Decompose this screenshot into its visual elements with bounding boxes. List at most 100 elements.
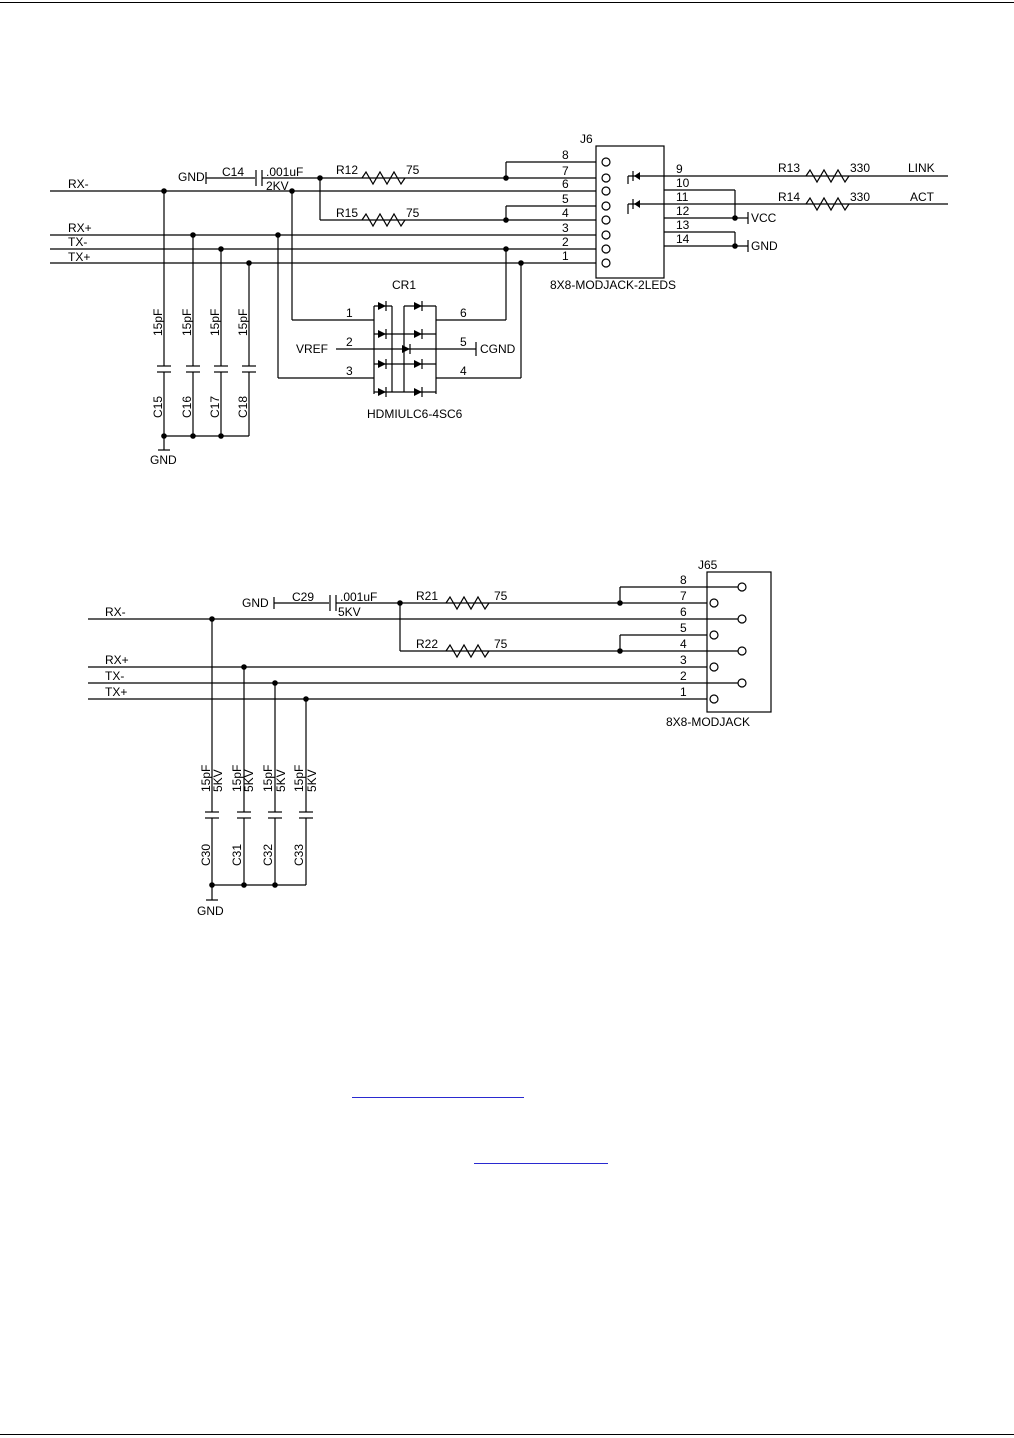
c32-voltage: 5KV (274, 769, 288, 792)
r21-resistor (445, 595, 490, 611)
cr1-pin-1: 1 (346, 306, 353, 320)
gnd-label-caps: GND (150, 453, 177, 467)
c16-ref: C16 (180, 396, 194, 418)
j6-pin-2: 2 (562, 235, 569, 249)
junction (503, 175, 509, 181)
c32-capacitor (268, 680, 282, 885)
j65-pin-6: 6 (680, 605, 687, 619)
net-label-tx-minus: TX- (68, 235, 87, 249)
cr1-pin-4: 4 (460, 364, 467, 378)
j6-pin-7: 7 (562, 164, 569, 178)
r12-value: 75 (406, 163, 420, 177)
j6-pin-14: 14 (676, 232, 690, 246)
c30-ref: C30 (199, 844, 213, 866)
j65-pin-4: 4 (680, 637, 687, 651)
c17-ref: C17 (208, 396, 222, 418)
j65-connector (706, 571, 772, 713)
r14-value: 330 (850, 190, 870, 204)
j6-led-link (627, 171, 664, 184)
c15-ref: C15 (151, 396, 165, 418)
c18-value: 15pF (236, 309, 250, 336)
c32-ref: C32 (261, 844, 275, 866)
j6-pin-4: 4 (562, 206, 569, 220)
gnd-label-j6: GND (751, 239, 778, 253)
cr1-pin-5: 5 (460, 335, 467, 349)
header-rule (0, 2, 1014, 3)
j65-pin-7: 7 (680, 589, 687, 603)
c18-ref: C18 (236, 396, 250, 418)
j65-pin-8: 8 (680, 573, 687, 587)
r14-resistor (805, 196, 850, 212)
net-label-tx-plus: TX+ (105, 685, 127, 699)
gnd-label-c29: GND (242, 596, 269, 610)
r12-resistor (361, 170, 406, 186)
j6-pin-9: 9 (676, 162, 683, 176)
j65-pin-2: 2 (680, 669, 687, 683)
cr1-tvs-array (373, 301, 437, 397)
net-label-rx-minus: RX- (68, 177, 89, 191)
net-label-rx-plus: RX+ (105, 653, 129, 667)
c30-capacitor (205, 616, 219, 885)
j6-connector (595, 145, 665, 279)
j65-pin-1: 1 (680, 685, 687, 699)
cr1-ref: CR1 (392, 278, 416, 292)
c31-ref: C31 (230, 844, 244, 866)
hyperlink-underline-2[interactable] (474, 1163, 608, 1164)
c29-voltage: 5KV (338, 605, 361, 619)
gnd-label-c14: GND (178, 170, 205, 184)
vref-label: VREF (296, 342, 328, 356)
j65-pin-3: 3 (680, 653, 687, 667)
c14-value: .001uF (266, 165, 303, 179)
cr1-pin-6: 6 (460, 306, 467, 320)
c17-capacitor (214, 246, 228, 436)
link-label: LINK (908, 161, 935, 175)
j6-pin-6: 6 (562, 177, 569, 191)
r21-ref: R21 (416, 589, 438, 603)
j6-ref: J6 (580, 132, 593, 146)
r22-ref: R22 (416, 637, 438, 651)
r22-resistor (445, 643, 490, 659)
c16-capacitor (186, 232, 200, 436)
r14-ref: R14 (778, 190, 800, 204)
j6-pin-contacts (601, 157, 611, 268)
c14-ref: C14 (222, 165, 244, 179)
r15-value: 75 (406, 206, 420, 220)
net-label-rx-plus: RX+ (68, 221, 92, 235)
c29-value: .001uF (340, 590, 377, 604)
c33-voltage: 5KV (305, 769, 319, 792)
c30-value: 15pF (199, 765, 213, 792)
cgnd-label: CGND (480, 342, 516, 356)
j6-pin-1: 1 (562, 249, 569, 263)
net-label-rx-minus: RX- (105, 605, 126, 619)
c33-ref: C33 (292, 844, 306, 866)
r21-value: 75 (494, 589, 508, 603)
j65-part: 8X8-MODJACK (666, 715, 750, 729)
j65-ref: J65 (698, 558, 718, 572)
j6-pin-12: 12 (676, 204, 690, 218)
r15-resistor (361, 212, 406, 228)
c14-voltage: 2KV (266, 179, 289, 193)
c31-capacitor (237, 664, 251, 885)
c15-capacitor (157, 188, 171, 436)
r13-value: 330 (850, 161, 870, 175)
j65-pin-contacts (709, 582, 747, 704)
j6-pin-8: 8 (562, 148, 569, 162)
c15-value: 15pF (151, 309, 165, 336)
j6-pin-11: 11 (676, 190, 689, 204)
hyperlink-underline-1[interactable] (352, 1097, 524, 1098)
schematic-2: RX- RX+ TX- TX+ GND C29 .001uF 5KV R21 7… (88, 558, 772, 918)
j6-part: 8X8-MODJACK-2LEDS (550, 278, 676, 292)
cr1-part: HDMIULC6-4SC6 (367, 407, 463, 421)
act-label: ACT (910, 190, 935, 204)
c16-value: 15pF (180, 309, 194, 336)
c29-ref: C29 (292, 590, 314, 604)
r22-value: 75 (494, 637, 508, 651)
c31-value: 15pF (230, 765, 244, 792)
c30-voltage: 5KV (211, 769, 225, 792)
vcc-label: VCC (751, 211, 777, 225)
r13-resistor (805, 168, 850, 184)
junction (503, 217, 509, 223)
r13-ref: R13 (778, 161, 800, 175)
c32-value: 15pF (261, 765, 275, 792)
gnd-label-caps: GND (197, 904, 224, 918)
